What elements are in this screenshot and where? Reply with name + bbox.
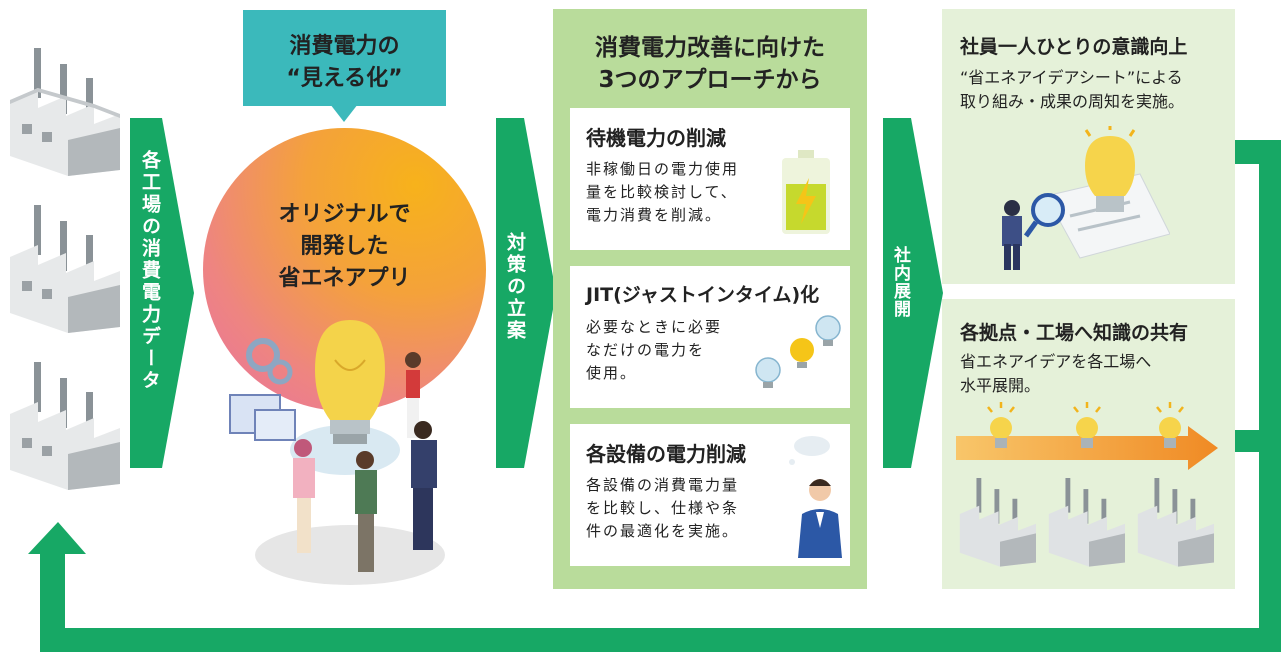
flow-arrow-plan (496, 118, 556, 468)
factory-icon (959, 478, 1036, 567)
callout-line2: “見える化” (286, 66, 403, 91)
loop-bottom (40, 628, 1281, 652)
battery-icon (782, 150, 830, 234)
bulbs-icon (755, 315, 841, 388)
approach-card-body: 非稼働日の電力使用 量を比較検討して、 電力消費を削減。 (586, 160, 740, 224)
lightbulb-icon (1156, 402, 1184, 448)
deploy-label: 社内展開 (890, 246, 910, 318)
lightbulb-icon (1073, 402, 1101, 448)
idea-sheet-illustration (1002, 126, 1170, 270)
plan-label: 対策の立案 (504, 232, 526, 342)
factory-data-label: 各工場の消費電力データ (139, 150, 161, 392)
callout-pointer (330, 104, 358, 122)
factory-icon (1048, 478, 1125, 567)
result-title: 各拠点・工場へ知識の共有 (960, 322, 1189, 344)
app-line3: 省エネアプリ (278, 266, 411, 291)
app-line1: オリジナルで (278, 202, 411, 227)
app-line2: 開発した (300, 234, 389, 259)
approach-card-title: 待機電力の削減 (586, 126, 726, 150)
result-body: “省エネアイデアシート”による 取り組み・成果の周知を実施。 (960, 68, 1185, 111)
factory-icon (10, 48, 120, 176)
flow-arrow-deploy (883, 118, 943, 468)
approach-card-standby: 待機電力の削減 非稼働日の電力使用 量を比較検討して、 電力消費を削減。 (570, 108, 850, 250)
loop-right-vertical (1259, 140, 1281, 652)
visualization-callout (243, 10, 446, 106)
team-lightbulb-illustration (229, 320, 445, 585)
loop-left-vertical (40, 552, 65, 652)
lightbulb-icon (987, 402, 1015, 448)
factory-icon (1137, 478, 1214, 567)
loop-right-mid (1232, 430, 1280, 452)
loop-up-arrowhead (28, 522, 86, 554)
thinking-man-icon (789, 436, 842, 558)
factory-icon (10, 362, 120, 490)
approach-card-title: 各設備の電力削減 (586, 442, 746, 466)
flow-arrow-data (130, 118, 194, 468)
result-body: 省エネアイデアを各工場へ 水平展開。 (960, 352, 1152, 395)
approach-card-body: 各設備の消費電力量 を比較し、仕様や条 件の最適化を実施。 (586, 476, 740, 540)
approach-card-jit: JIT(ジャストインタイム)化 必要なときに必要 なだけの電力を 使用。 (570, 266, 850, 408)
approach-title-line2: 3つのアプローチから (598, 67, 822, 93)
approach-card-body: 必要なときに必要 なだけの電力を 使用。 (586, 318, 723, 382)
approach-title-line1: 消費電力改善に向けた (595, 35, 825, 61)
approach-card-title: JIT(ジャストインタイム)化 (586, 284, 820, 306)
callout-line1: 消費電力の (289, 34, 400, 59)
factory-icon (10, 205, 120, 333)
result-title: 社員一人ひとりの意識向上 (960, 36, 1188, 58)
approach-card-equipment: 各設備の電力削減 各設備の消費電力量 を比較し、仕様や条 件の最適化を実施。 (570, 424, 850, 566)
